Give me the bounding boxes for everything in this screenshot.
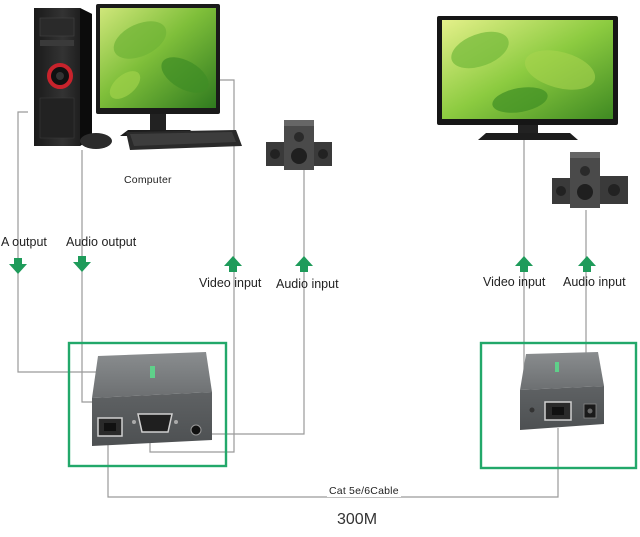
wire-cat-cable (107, 428, 559, 498)
distance-label: 300M (337, 511, 378, 528)
mouse-icon (80, 133, 112, 149)
keyboard (126, 130, 242, 150)
wire-tx-audio-input (200, 159, 305, 435)
wire-tx-video-input (149, 79, 235, 453)
arrow-down-icon (73, 256, 91, 272)
arrow-down-icon (9, 258, 27, 274)
rx-video-input-label: Video input (483, 275, 546, 289)
transmitter-frame (67, 341, 228, 468)
arrow-up-icon (515, 256, 533, 272)
transmitter-device (92, 352, 212, 446)
tx-video-input-label: Video input (199, 276, 262, 290)
pc-tower (34, 8, 92, 146)
arrow-up-icon (295, 256, 313, 272)
tx-vga-port-icon (137, 413, 173, 433)
arrow-up-icon (578, 256, 596, 272)
arrow-up-icon (224, 256, 242, 272)
tv (437, 16, 618, 140)
audio-output-label: Audio output (66, 235, 137, 249)
receiver-frame (479, 341, 638, 470)
cable-label: Cat 5e/6Cable (327, 485, 401, 497)
rx-speakers (552, 152, 628, 208)
wire-vga-output (17, 111, 96, 373)
arrows (9, 256, 596, 274)
rx-audio-input-label: Audio input (563, 275, 626, 289)
rx-led-icon (555, 362, 559, 372)
pc-speakers (266, 120, 332, 170)
computer-label: Computer (124, 174, 172, 186)
receiver-device (520, 352, 604, 430)
pc-monitor (96, 4, 220, 136)
vga-output-label: A output (1, 235, 47, 249)
tx-audio-input-label: Audio input (276, 277, 339, 291)
tx-led-icon (150, 366, 155, 378)
tx-audio-jack-icon (190, 424, 202, 436)
